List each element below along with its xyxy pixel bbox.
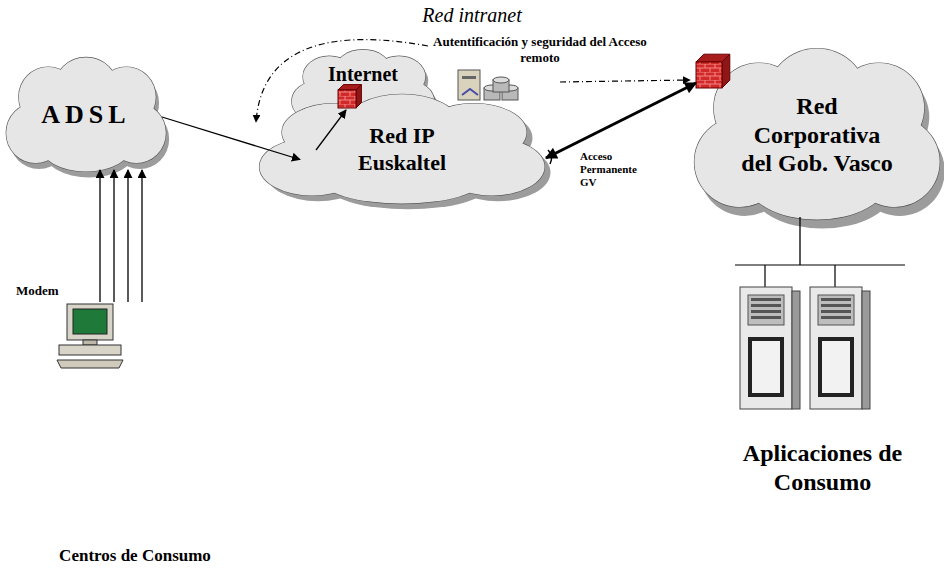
node-label: Aplicaciones de Consumo bbox=[738, 439, 908, 497]
dashed-auth-link bbox=[256, 40, 428, 122]
node-label: ADSL bbox=[41, 99, 130, 130]
network-cloud: Red IP Euskaltel bbox=[252, 92, 552, 207]
server-group: Aplicaciones de Consumo bbox=[720, 265, 925, 497]
firewall-corporate bbox=[696, 54, 730, 88]
node-label: Centros de Consumo bbox=[59, 546, 211, 566]
modem-label: Modem bbox=[16, 283, 76, 299]
dashed-auth-link bbox=[560, 80, 690, 82]
arrow-connector bbox=[99, 170, 100, 302]
arrow-connector bbox=[127, 170, 128, 302]
node-label: Red Corporativa del Gob. Vasco bbox=[737, 92, 897, 178]
computer-icon bbox=[55, 302, 145, 372]
client-station: Centros de Consumo bbox=[15, 302, 255, 566]
arrow-connector bbox=[162, 117, 300, 160]
arrow-connector bbox=[141, 170, 142, 302]
server-icons bbox=[720, 265, 925, 415]
auth-label: Autentificación y seguridad del Acceso r… bbox=[430, 34, 650, 67]
arrow-connector bbox=[113, 170, 114, 302]
auth-server-icon bbox=[458, 70, 518, 100]
line-connector bbox=[799, 217, 800, 265]
network-cloud: ADSL bbox=[2, 55, 170, 175]
node-label: Internet bbox=[328, 62, 398, 86]
edge-label: Acceso Permanente GV bbox=[580, 150, 646, 190]
node-label: Red IP Euskaltel bbox=[342, 123, 462, 176]
diagram-title: Red intranet bbox=[0, 4, 944, 27]
double-arrow bbox=[546, 83, 696, 158]
firewall-internet bbox=[338, 85, 361, 108]
arrow-connector bbox=[316, 110, 346, 150]
